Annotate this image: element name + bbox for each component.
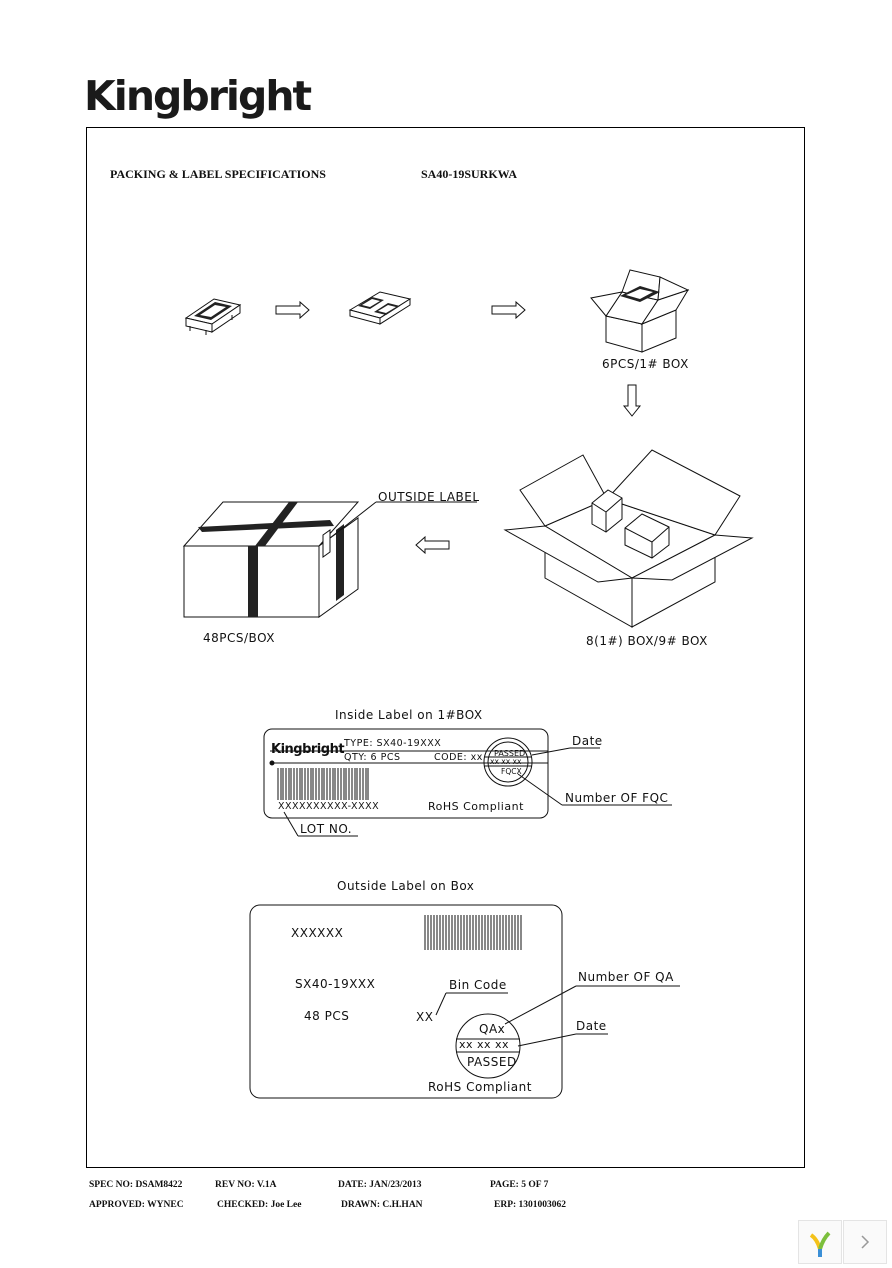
tray-drawing [348,291,412,325]
callout-fqc: Number OF FQC [565,791,669,805]
barcode [277,768,369,800]
outside-label-rohs: RoHS Compliant [428,1080,532,1094]
footer-rev: REV NO: V.1A [215,1180,277,1190]
barcode [424,915,522,950]
inside-label-rohs: RoHS Compliant [428,800,524,813]
taped-box-drawing [182,501,377,618]
arrow-right-icon [275,300,310,320]
outside-label-title: Outside Label on Box [337,879,475,893]
outside-label-caption: OUTSIDE LABEL [378,490,480,504]
shipping-box-drawing [503,449,754,628]
kingbright-logo: Kingbright [84,72,312,120]
chevron-right-icon [861,1235,870,1249]
inside-stamp-date: xx xx xx [490,757,522,766]
box1-caption: 6PCS/1# BOX [602,357,689,371]
part-number: SA40-19SURKWA [421,167,518,181]
footer-approved: APPROVED: WYNEC [89,1200,184,1210]
callout-date-outside: Date [576,1019,607,1033]
outer-box-caption: 8(1#) BOX/9# BOX [586,634,708,648]
callout-date-inside: Date [572,734,603,748]
inside-label-lot-code: XXXXXXXXXX-XXXX [278,801,380,812]
page-frame [86,127,805,1168]
footer-checked: CHECKED: Joe Lee [217,1200,302,1210]
outside-label-card [249,904,563,1099]
footer-spec: SPEC NO: DSAM8422 [89,1180,183,1190]
inside-label-qty: QTY: 6 PCS [344,752,401,763]
inside-label-code: CODE: xx [434,752,483,763]
outside-label-code: XXXXXX [291,926,344,940]
single-display-drawing [184,298,242,335]
arrow-left-icon [415,535,450,555]
arrow-right-icon [491,300,526,320]
footer-drawn: DRAWN: C.H.HAN [341,1200,423,1210]
small-box-drawing [590,269,690,353]
outside-label-bin-label: Bin Code [449,978,507,992]
final-box-caption: 48PCS/BOX [203,631,275,645]
outside-label-qty: 48 PCS [304,1009,350,1023]
inside-stamp-fqc: FQCX [501,767,522,776]
outside-stamp-qa: QAx [479,1022,506,1036]
spec-title: PACKING & LABEL SPECIFICATIONS [110,167,326,181]
inside-label-title: Inside Label on 1#BOX [335,708,483,722]
viewer-logo-button[interactable] [798,1220,842,1264]
arrow-down-icon [622,384,642,417]
outside-label-bin-value: XX [416,1010,434,1024]
callout-qa: Number OF QA [578,970,674,984]
inside-label-type: TYPE: SX40-19XXX [344,738,442,749]
footer-erp: ERP: 1301003062 [494,1200,567,1210]
inside-label-card [263,728,549,819]
inside-label-brand: Kingbright [271,742,345,757]
leaf-logo-icon [809,1231,831,1257]
outside-stamp-date: xx xx xx [459,1038,510,1051]
next-page-button[interactable] [843,1220,887,1264]
callout-lot: LOT NO. [300,822,353,836]
outside-stamp-passed: PASSED [467,1055,517,1069]
footer-date: DATE: JAN/23/2013 [338,1180,422,1190]
footer-page: PAGE: 5 OF 7 [490,1180,549,1190]
outside-label-type: SX40-19XXX [295,977,376,991]
inside-stamp-passed: PASSED [494,749,526,758]
